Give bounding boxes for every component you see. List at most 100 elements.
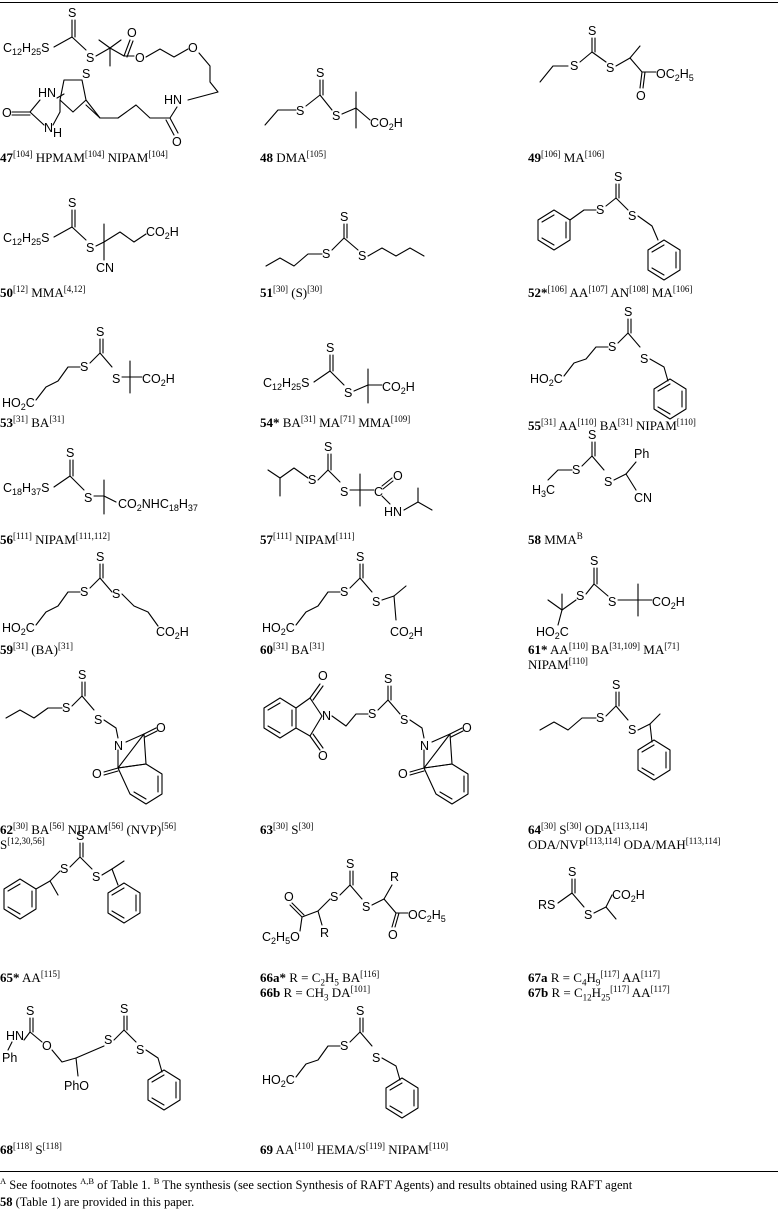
footnote-line-2: 58 (Table 1) are provided in this paper. xyxy=(0,1195,195,1209)
svg-text:S: S xyxy=(384,672,392,686)
svg-text:S: S xyxy=(96,550,104,564)
svg-text:S: S xyxy=(628,209,636,223)
svg-text:R: R xyxy=(390,870,399,884)
svg-text:S: S xyxy=(86,51,94,65)
svg-text:S: S xyxy=(86,241,94,255)
svg-text:S: S xyxy=(112,372,120,386)
label-58: 58 MMAB xyxy=(528,531,583,548)
label-54: 54* BA[31] MA[71] MMA[109] xyxy=(260,414,411,431)
bottom-rule xyxy=(0,1171,778,1172)
svg-text:S: S xyxy=(94,713,102,727)
svg-text:S: S xyxy=(60,862,68,876)
svg-text:CO2H: CO2H xyxy=(370,116,403,132)
svg-text:O: O xyxy=(284,890,294,904)
svg-text:S: S xyxy=(614,170,622,184)
svg-text:S: S xyxy=(588,24,596,38)
label-65: 65* AA[115] xyxy=(0,969,60,986)
svg-text:OC2H5: OC2H5 xyxy=(656,67,694,83)
svg-text:CO2NHC18H37: CO2NHC18H37 xyxy=(118,497,198,513)
svg-text:S: S xyxy=(78,668,86,682)
svg-text:S: S xyxy=(330,890,338,904)
svg-text:S: S xyxy=(570,59,578,73)
svg-text:CO2H: CO2H xyxy=(390,625,423,641)
svg-text:O: O xyxy=(156,721,166,735)
svg-text:CO2H: CO2H xyxy=(382,380,415,396)
label-52: 52*[106] AA[107] AN[108] MA[106] xyxy=(528,284,693,301)
structure-47: C12H25S S S O O O HN O xyxy=(2,6,219,149)
svg-text:CN: CN xyxy=(96,261,114,275)
svg-text:S: S xyxy=(358,249,366,263)
svg-text:S: S xyxy=(346,857,354,871)
svg-text:S: S xyxy=(82,67,90,81)
svg-text:S: S xyxy=(340,585,348,599)
svg-text:O: O xyxy=(318,749,328,763)
svg-text:S: S xyxy=(68,196,76,210)
svg-text:S: S xyxy=(608,340,616,354)
svg-text:S: S xyxy=(590,554,598,568)
label-59: 59[31] (BA)[31] xyxy=(0,641,73,658)
svg-text:O: O xyxy=(636,89,646,103)
label-69: 69 AA[110] HEMA/S[119] NIPAM[110] xyxy=(260,1141,449,1158)
svg-text:S: S xyxy=(76,829,84,843)
svg-text:S: S xyxy=(588,428,596,442)
svg-text:O: O xyxy=(388,928,398,942)
svg-text:O: O xyxy=(188,41,198,55)
svg-text:O: O xyxy=(2,106,12,120)
svg-text:S: S xyxy=(372,1051,380,1065)
svg-text:O: O xyxy=(462,721,472,735)
svg-text:S: S xyxy=(368,707,376,721)
svg-text:S: S xyxy=(340,485,348,499)
label-49: 49[106] MA[106] xyxy=(528,149,605,166)
label-57: 57[111] NIPAM[111] xyxy=(260,531,355,548)
svg-text:S: S xyxy=(84,491,92,505)
svg-text:O: O xyxy=(318,669,328,683)
svg-text:S: S xyxy=(324,440,332,454)
svg-text:HO2C: HO2C xyxy=(536,625,569,641)
svg-text:S: S xyxy=(104,1033,112,1047)
svg-text:S: S xyxy=(624,305,632,319)
label-55: 55[31] AA[110] BA[31] NIPAM[110] xyxy=(528,417,696,434)
svg-text:CO2H: CO2H xyxy=(612,888,645,904)
svg-text:S: S xyxy=(80,585,88,599)
svg-text:S: S xyxy=(92,870,100,884)
svg-text:O: O xyxy=(172,135,182,149)
svg-text:S: S xyxy=(596,203,604,217)
svg-text:S: S xyxy=(356,1004,364,1018)
svg-text:S: S xyxy=(568,865,576,879)
label-50: 50[12] MMA[4,12] xyxy=(0,284,86,301)
svg-text:S: S xyxy=(372,595,380,609)
label-53: 53[31] BA[31] xyxy=(0,414,65,431)
svg-text:N: N xyxy=(114,739,123,753)
svg-text:CN: CN xyxy=(634,491,652,505)
svg-text:CO2H: CO2H xyxy=(156,625,189,641)
svg-text:S: S xyxy=(400,713,408,727)
svg-text:OC2H5: OC2H5 xyxy=(408,908,446,924)
svg-text:S: S xyxy=(606,61,614,75)
label-48: 48 DMA[105] xyxy=(260,149,327,166)
svg-text:N: N xyxy=(44,121,53,135)
svg-text:RS: RS xyxy=(538,898,555,912)
svg-text:CO2H: CO2H xyxy=(142,372,175,388)
svg-text:R: R xyxy=(320,926,329,940)
svg-text:O: O xyxy=(127,26,137,40)
svg-text:S: S xyxy=(576,589,584,603)
svg-text:S: S xyxy=(68,6,76,20)
svg-text:HN: HN xyxy=(384,505,402,519)
svg-text:C18H37S: C18H37S xyxy=(3,481,49,497)
svg-text:CO2H: CO2H xyxy=(146,225,179,241)
svg-text:HN: HN xyxy=(6,1029,24,1043)
svg-text:S: S xyxy=(608,595,616,609)
svg-text:S: S xyxy=(296,104,304,118)
label-67: 67a R = C4H9[117] AA[117]67b R = C12H25[… xyxy=(528,969,670,1003)
svg-text:S: S xyxy=(26,1004,34,1018)
svg-text:HN: HN xyxy=(164,93,182,107)
svg-text:S: S xyxy=(572,463,580,477)
svg-text:O: O xyxy=(135,51,145,65)
svg-text:HO2C: HO2C xyxy=(530,372,563,388)
svg-text:S: S xyxy=(340,1039,348,1053)
svg-text:O: O xyxy=(92,767,102,781)
label-66: 66a* R = C2H5 BA[116]66b R = CH3 DA[101] xyxy=(260,969,380,1003)
label-64: 64[30] S[30] ODA[113,114]ODA/NVP[113,114… xyxy=(528,821,721,853)
svg-text:S: S xyxy=(628,723,636,737)
